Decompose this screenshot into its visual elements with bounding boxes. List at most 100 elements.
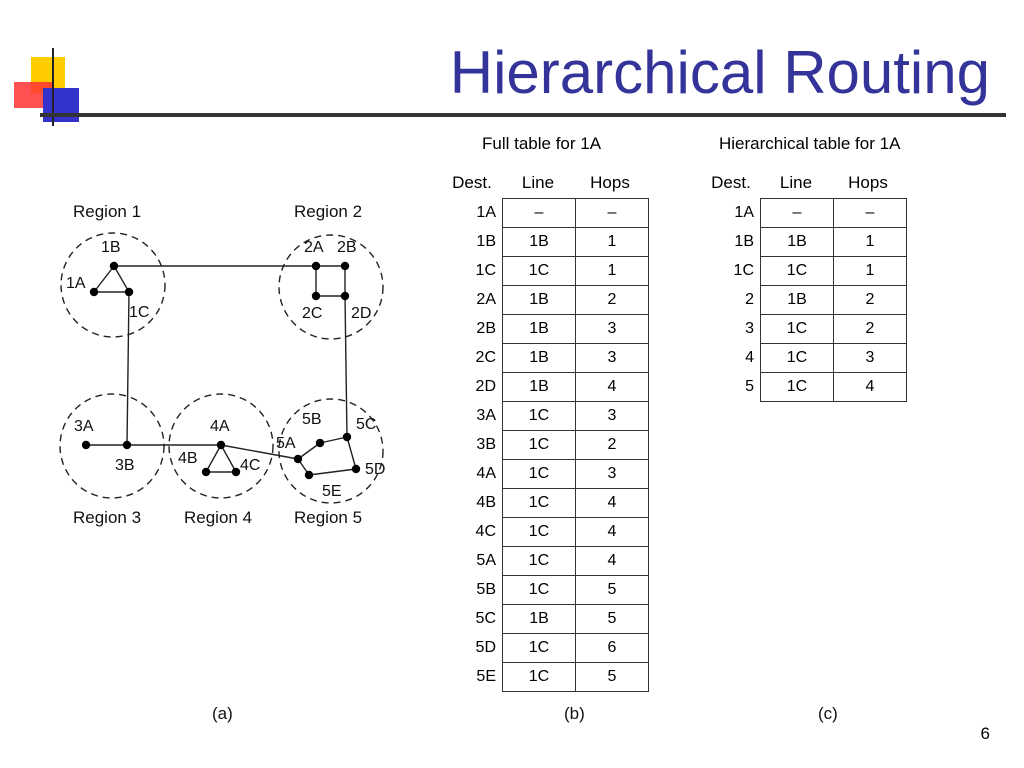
line-cell: 1B <box>502 372 576 402</box>
hops-cell: 2 <box>575 285 649 315</box>
region-label-1: Region 1 <box>73 202 141 221</box>
link-1c-3b <box>126 291 130 446</box>
line-cell: 1B <box>760 227 834 257</box>
hops-cell: 2 <box>833 285 907 315</box>
line-cell: 1C <box>760 372 834 402</box>
link-1b-1c <box>113 265 130 293</box>
line-cell: – <box>760 198 834 228</box>
node-label-5e: 5E <box>322 483 342 500</box>
dest-label: 1A <box>734 204 754 221</box>
line-cell: 1C <box>502 488 576 518</box>
hops-cell: 6 <box>575 633 649 663</box>
full-table-header-dest: Dest. <box>452 173 492 192</box>
line-cell: 1C <box>760 314 834 344</box>
node-label-2c: 2C <box>302 305 322 322</box>
hops-cell: 5 <box>575 662 649 692</box>
full-table-header-hops: Hops <box>590 173 630 192</box>
line-cell: 1B <box>760 285 834 315</box>
region-label-5: Region 5 <box>294 508 362 527</box>
line-cell: 1B <box>502 604 576 634</box>
line-cell: 1C <box>502 517 576 547</box>
region-label-4: Region 4 <box>184 508 252 527</box>
node-label-2a: 2A <box>304 239 324 256</box>
region-2-circle <box>278 234 384 340</box>
hops-cell: 2 <box>833 314 907 344</box>
dest-label: 4A <box>476 465 496 482</box>
region-label-2: Region 2 <box>294 202 362 221</box>
title-rule <box>40 113 1006 117</box>
line-cell: 1C <box>502 575 576 605</box>
node-label-5b: 5B <box>302 411 322 428</box>
node-label-4a: 4A <box>210 418 230 435</box>
line-cell: 1C <box>502 633 576 663</box>
node-label-3a: 3A <box>74 418 94 435</box>
node-4b <box>201 467 211 477</box>
node-label-1b: 1B <box>101 239 121 256</box>
dest-label: 1A <box>476 204 496 221</box>
hops-cell: 4 <box>575 372 649 402</box>
node-4c <box>231 467 241 477</box>
link-1a-1b <box>93 265 115 293</box>
link-5d-5e <box>308 468 357 476</box>
hops-cell: 1 <box>575 227 649 257</box>
node-label-3b: 3B <box>115 457 135 474</box>
table-row: –– <box>502 198 649 228</box>
link-5a-5b <box>297 442 321 460</box>
node-1c <box>124 287 134 297</box>
node-1a <box>89 287 99 297</box>
link-2d-5c <box>344 295 348 438</box>
dest-label: 4B <box>476 494 496 511</box>
dest-label: 4C <box>475 523 496 540</box>
dest-label: 2A <box>476 291 496 308</box>
hops-cell: 3 <box>575 343 649 373</box>
dest-label: 1C <box>475 262 496 279</box>
hops-cell: – <box>833 198 907 228</box>
node-label-5c: 5C <box>356 416 376 433</box>
line-cell: 1C <box>502 459 576 489</box>
hops-cell: 1 <box>833 256 907 286</box>
node-2d <box>340 291 350 301</box>
dest-label: 2C <box>475 349 496 366</box>
dest-label: 2D <box>475 378 496 395</box>
dest-label: 5E <box>476 668 496 685</box>
link-5b-5c <box>319 436 348 444</box>
slide-title: Hierarchical Routing <box>449 39 990 106</box>
line-cell: 1C <box>502 430 576 460</box>
region-label-3: Region 3 <box>73 508 141 527</box>
dest-label: 3A <box>476 407 496 424</box>
hops-cell: – <box>575 198 649 228</box>
dest-label: 5C <box>475 610 496 627</box>
dest-label: 5B <box>476 581 496 598</box>
hops-cell: 3 <box>833 343 907 373</box>
caption-c: (c) <box>818 704 838 723</box>
full-table-header-line: Line <box>521 173 555 192</box>
line-cell: 1B <box>502 343 576 373</box>
link-4a-4c <box>220 444 237 473</box>
region-1-circle <box>60 232 166 338</box>
decor-vertical-line <box>52 48 54 126</box>
node-5e <box>304 470 314 480</box>
hops-cell: 5 <box>575 604 649 634</box>
line-cell: 1C <box>760 256 834 286</box>
node-2b <box>340 261 350 271</box>
page-number: 6 <box>980 724 990 743</box>
node-label-5d: 5D <box>365 461 385 478</box>
dest-label: 5A <box>476 552 496 569</box>
